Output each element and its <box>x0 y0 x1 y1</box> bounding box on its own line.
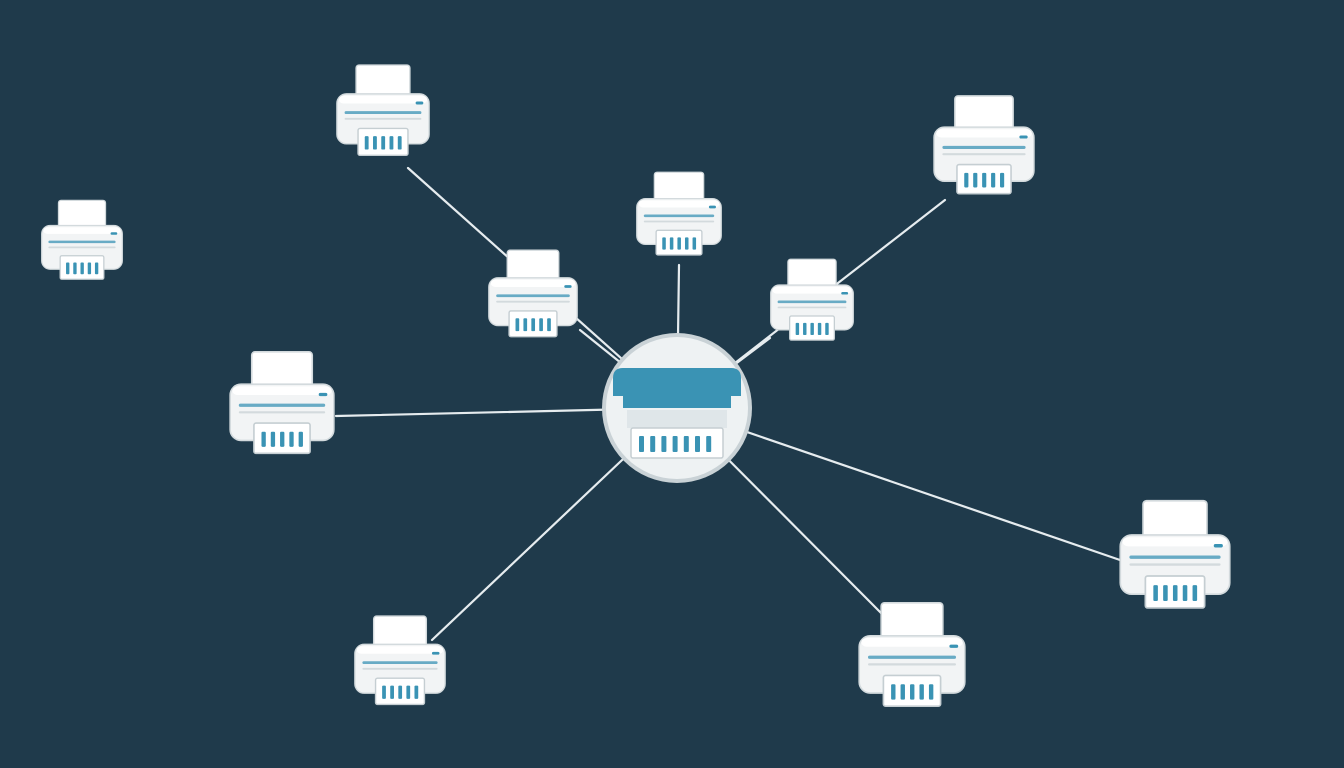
printer-top-right-near <box>770 258 854 341</box>
link-printer-left <box>334 408 609 418</box>
printer-icon <box>636 171 722 256</box>
link-printer-top-right-near <box>731 336 772 368</box>
printer-right <box>1119 499 1231 609</box>
printer-icon <box>933 95 1035 195</box>
printer-bottom-center-right <box>858 601 966 708</box>
printer-icon <box>354 615 446 706</box>
printer-icon <box>770 258 854 341</box>
link-printer-top-left-near <box>578 328 624 366</box>
printer-icon <box>229 351 335 455</box>
central-print-server <box>602 333 752 483</box>
printer-top-center <box>636 171 722 256</box>
link-printer-top-center <box>676 263 681 340</box>
central-print-server-icon <box>602 333 752 483</box>
printer-icon <box>336 64 430 157</box>
printer-icon <box>41 199 123 280</box>
printer-left <box>229 351 335 455</box>
printer-icon <box>488 249 578 338</box>
printer-isolated <box>41 199 123 280</box>
link-printer-bottom-left <box>430 455 628 642</box>
network-links <box>334 166 1122 642</box>
link-printer-right <box>742 429 1122 562</box>
link-printer-top-right-far <box>731 198 947 367</box>
printer-top-right-far <box>933 95 1035 195</box>
printer-top-left-far <box>336 64 430 157</box>
link-printer-bottom-center-right <box>725 456 890 622</box>
printer-top-left-near <box>488 249 578 338</box>
printer-nodes <box>41 64 1231 708</box>
printer-icon <box>1119 499 1231 609</box>
printer-bottom-left <box>354 615 446 706</box>
printer-icon <box>858 601 966 708</box>
